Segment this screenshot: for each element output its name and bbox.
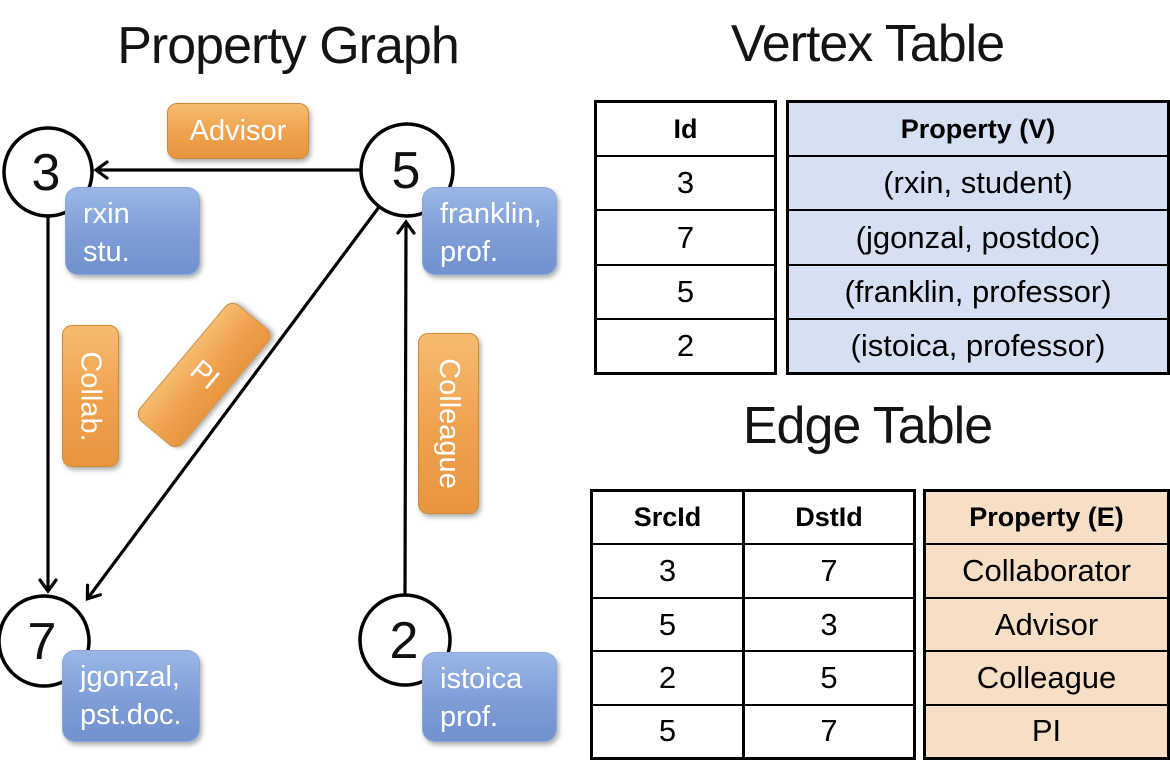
vertex-table-id-cell: 3	[597, 155, 774, 209]
vertex-property-line: rxin	[83, 198, 130, 230]
node-7-id: 7	[28, 613, 57, 671]
vertex-table-header-property: Property (V)	[789, 103, 1167, 156]
edge-table-srcid-cell: 2	[593, 650, 742, 703]
edge-table-dstid-column: DstId 7 3 5 7	[745, 492, 913, 757]
edge-label-collab: Collab.	[62, 325, 119, 467]
vertex-table-property-cell: (jgonzal, postdoc)	[789, 209, 1167, 264]
vertex-property-box-5: franklin, prof.	[422, 187, 557, 275]
edge-table-property-cell: Advisor	[926, 596, 1167, 651]
vertex-table-id-cell: 5	[597, 263, 774, 318]
edge-table-property-cell: PI	[926, 703, 1167, 758]
edge-label-colleague-text: Colleague	[433, 358, 466, 489]
vertex-property-line: jgonzal,	[80, 661, 180, 693]
edge-table-id-columns: SrcId 3 5 2 5 DstId 7 3 5 7	[590, 489, 916, 760]
edge-pi-arrow	[85, 206, 381, 601]
vertex-property-line: pst.doc.	[80, 698, 182, 731]
edge-table-srcid-cell: 3	[593, 543, 742, 596]
edge-label-colleague: Colleague	[418, 333, 479, 514]
edge-colleague-arrow	[396, 219, 416, 595]
vertex-property-line: stu.	[83, 235, 130, 268]
vertex-table-property-column: Property (V) (rxin, student) (jgonzal, p…	[786, 100, 1170, 375]
edge-table-dstid-cell: 7	[745, 543, 913, 596]
edge-table-dstid-cell: 5	[745, 650, 913, 703]
edge-table-property-cell: Collaborator	[926, 543, 1167, 597]
edge-table-dstid-cell: 3	[745, 596, 913, 650]
property-graph-title: Property Graph	[117, 17, 460, 75]
edge-table-property-column: Property (E) Collaborator Advisor Collea…	[923, 489, 1170, 760]
vertex-table-title: Vertex Table	[730, 15, 1005, 73]
vertex-property-line: prof.	[440, 700, 499, 733]
edge-table-srcid-cell: 5	[593, 596, 742, 650]
edge-table-srcid-cell: 5	[593, 703, 742, 757]
node-2-id: 2	[390, 612, 419, 670]
edge-table-dstid-cell: 7	[745, 703, 913, 757]
edge-table-header-property: Property (E)	[926, 492, 1167, 544]
edge-label-advisor-text: Advisor	[189, 114, 287, 147]
vertex-property-line: prof.	[440, 235, 499, 268]
property-graph-diagram: 3 5 7 2	[0, 122, 455, 688]
vertex-property-line: istoica	[440, 663, 523, 695]
vertex-table-property-cell: (franklin, professor)	[789, 263, 1167, 318]
node-3-id: 3	[32, 144, 61, 202]
vertex-property-box-2: istoica prof.	[422, 652, 557, 742]
vertex-property-box-7: jgonzal, pst.doc.	[62, 650, 200, 742]
vertex-table-property-cell: (istoica, professor)	[789, 317, 1167, 373]
vertex-property-line: franklin,	[440, 198, 542, 230]
edge-table-title: Edge Table	[742, 397, 993, 455]
node-5-id: 5	[392, 142, 421, 200]
edge-label-pi-text: PI	[183, 353, 226, 396]
edge-table-header-dstid: DstId	[795, 502, 863, 533]
vertex-table-id-column: Id 3 7 5 2	[594, 100, 777, 375]
vertex-table-id-cell: 7	[597, 209, 774, 263]
edge-label-collab-text: Collab.	[75, 350, 107, 442]
edge-label-advisor: Advisor	[167, 103, 309, 159]
vertex-table-property-cell: (rxin, student)	[789, 155, 1167, 210]
edge-table-srcid-column: SrcId 3 5 2 5	[593, 492, 745, 757]
edge-table-header-srcid: SrcId	[633, 502, 702, 533]
vertex-table-header-id: Id	[673, 113, 698, 144]
edge-table-property-cell: Colleague	[926, 650, 1167, 704]
vertex-property-box-3: rxin stu.	[65, 187, 200, 275]
vertex-table-id-cell: 2	[597, 317, 774, 372]
